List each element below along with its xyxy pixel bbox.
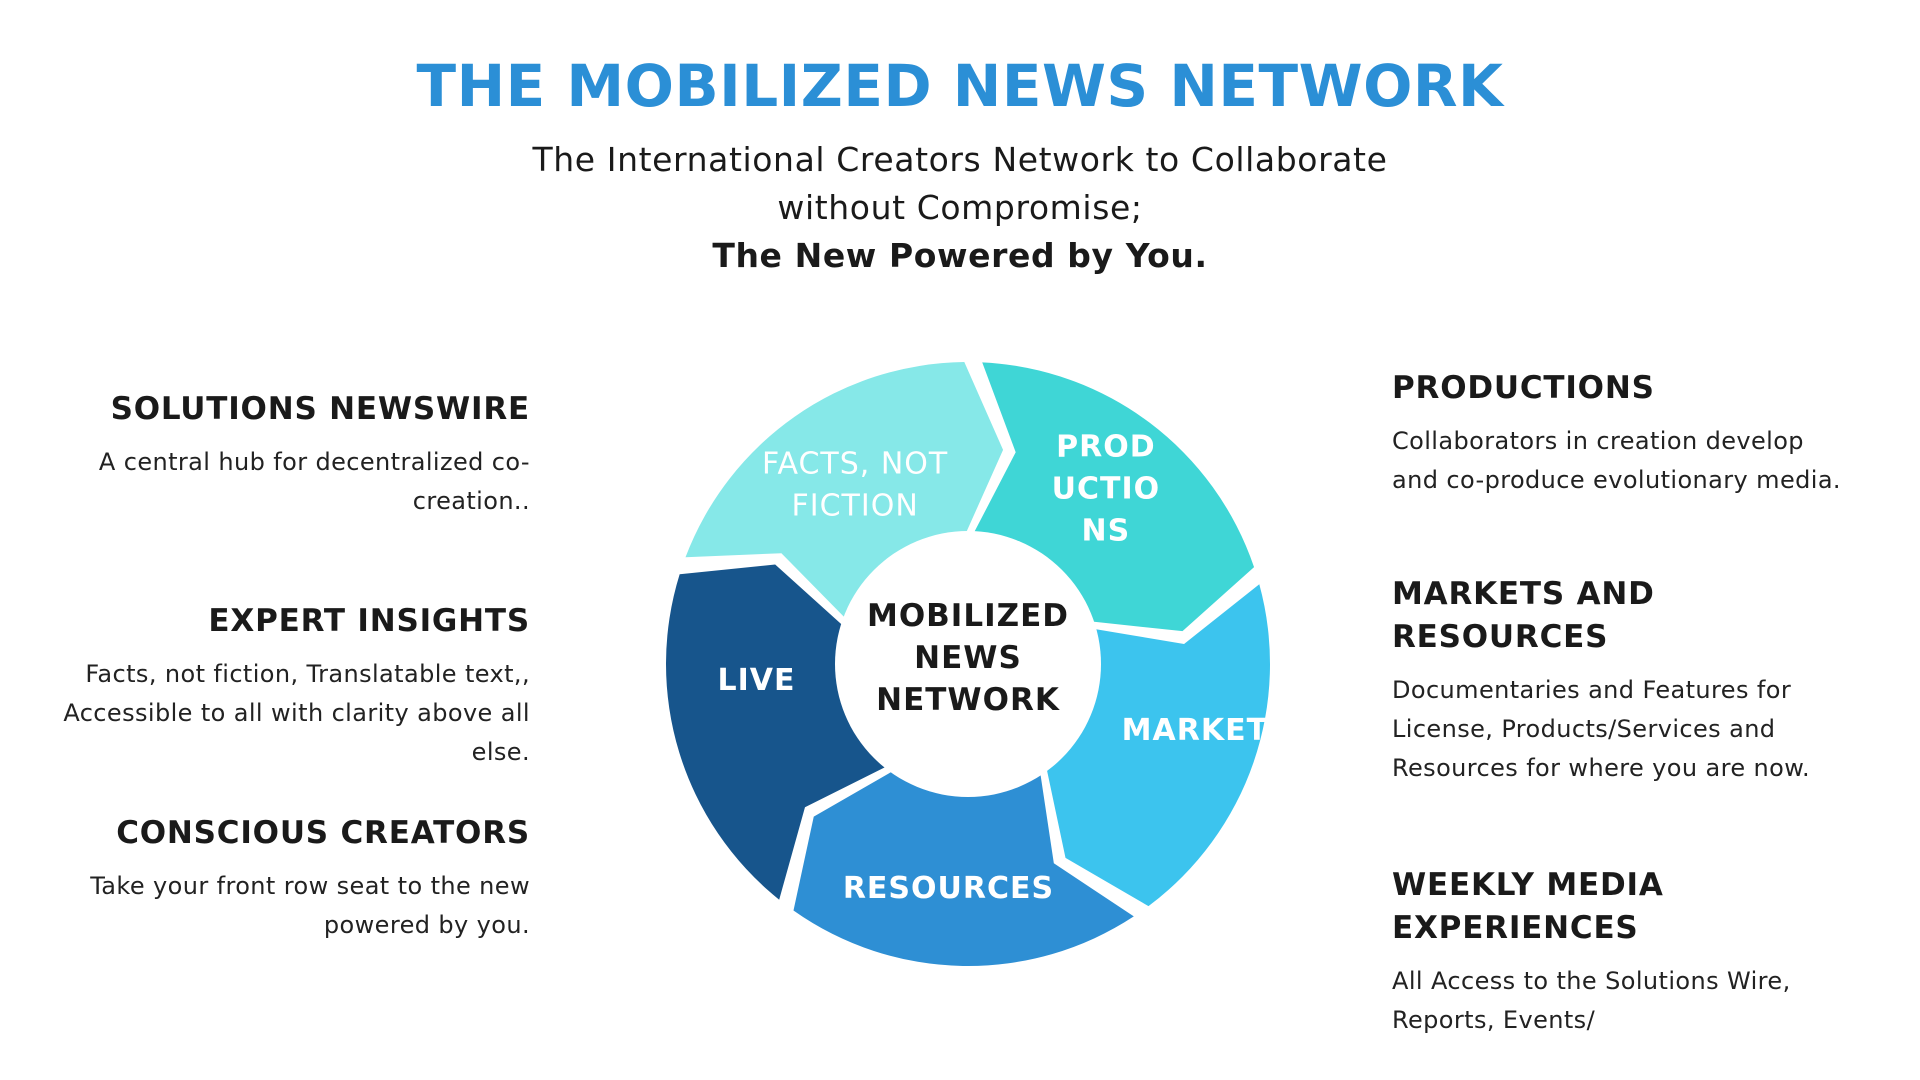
section-description: Documentaries and Features for License, … xyxy=(1392,676,1811,782)
center-label-line-2: NEWS xyxy=(914,640,1022,676)
section-heading: WEEKLY MEDIA EXPERIENCES xyxy=(1392,867,1664,946)
section-heading: CONSCIOUS CREATORS xyxy=(116,815,530,851)
center-label-line-3: NETWORK xyxy=(876,682,1060,718)
section-productions: PRODUCTIONS Collaborators in creation de… xyxy=(1392,367,1842,500)
section-heading: SOLUTIONS NEWSWIRE xyxy=(110,391,530,427)
cycle-center-hub xyxy=(835,531,1101,797)
cycle-segment-4 xyxy=(793,771,1134,966)
cycle-segment-1 xyxy=(685,362,1004,618)
section-expert-insights: EXPERT INSIGHTS Facts, not fiction, Tran… xyxy=(60,600,530,772)
cycle-segment-4-label: RESOURCES xyxy=(843,871,1054,906)
subtitle-line-2: without Compromise; xyxy=(777,188,1143,227)
cycle-segment-3 xyxy=(1046,584,1270,907)
page-title: THE MOBILIZED NEWS NETWORK xyxy=(416,52,1504,120)
cycle-segment-5 xyxy=(666,564,886,900)
section-description: Take your front row seat to the new powe… xyxy=(90,872,530,939)
cycle-segment-2 xyxy=(974,362,1255,632)
cycle-segment-1-label: FICTION xyxy=(791,488,918,523)
cycle-segment-3-label: MARKET xyxy=(1122,713,1268,748)
cycle-segment-2-label: PROD xyxy=(1056,429,1156,464)
subtitle-tagline: The New Powered by You. xyxy=(712,236,1208,275)
section-description: Facts, not fiction, Translatable text,, … xyxy=(63,660,530,766)
subtitle-line-1: The International Creators Network to Co… xyxy=(532,140,1388,179)
center-label-line-1: MOBILIZED xyxy=(867,598,1069,634)
section-description: All Access to the Solutions Wire, Report… xyxy=(1392,967,1791,1034)
section-weekly-media-experiences: WEEKLY MEDIA EXPERIENCES All Access to t… xyxy=(1392,864,1842,1040)
cycle-segment-2-label: NS xyxy=(1082,513,1131,548)
section-solutions-newswire: SOLUTIONS NEWSWIRE A central hub for dec… xyxy=(60,388,530,521)
section-conscious-creators: CONSCIOUS CREATORS Take your front row s… xyxy=(60,812,530,945)
section-heading: MARKETS AND RESOURCES xyxy=(1392,576,1655,655)
section-description: Collaborators in creation develop and co… xyxy=(1392,427,1841,494)
cycle-segment-2-label: UCTIO xyxy=(1052,471,1161,506)
section-description: A central hub for decentralized co-creat… xyxy=(98,448,530,515)
cycle-segment-5-label: LIVE xyxy=(718,663,796,698)
section-heading: EXPERT INSIGHTS xyxy=(208,603,530,639)
cycle-segment-1-label: FACTS, NOT xyxy=(762,446,948,481)
section-heading: PRODUCTIONS xyxy=(1392,370,1655,406)
section-markets-and-resources: MARKETS AND RESOURCES Documentaries and … xyxy=(1392,573,1842,788)
